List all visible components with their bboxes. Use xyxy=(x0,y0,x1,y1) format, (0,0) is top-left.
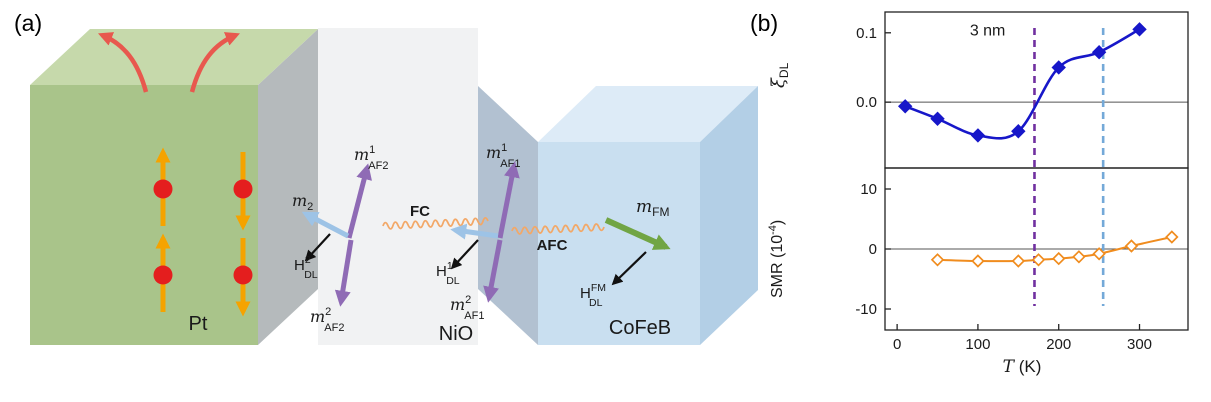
data-point-diamond xyxy=(1091,45,1107,60)
spin-reflection-arrow-right xyxy=(189,32,240,93)
panel-a-label: (a) xyxy=(14,10,43,36)
af2-sublattice2-moment-arrow xyxy=(334,239,354,307)
xi-dl-panel-frame xyxy=(884,11,1189,169)
af1-sublattice2-moment-arrow xyxy=(483,239,503,303)
thickness-annotation: 3 nm xyxy=(970,23,1006,40)
x-tick-label: 300 xyxy=(1127,336,1152,353)
data-point-diamond xyxy=(970,128,986,143)
nio-cofeb-interface-face xyxy=(478,86,538,345)
pt-nio-interface-face xyxy=(258,29,318,345)
h-dl-1-field-arrow xyxy=(450,239,479,270)
pt-layer-front-face xyxy=(30,85,258,345)
data-point-diamond xyxy=(1031,253,1046,267)
x-tick-label: 0 xyxy=(893,336,901,353)
cofeb-layer-side-face xyxy=(700,86,758,345)
data-point-diamond xyxy=(971,254,985,268)
y-tick-label: 0 xyxy=(869,241,877,258)
fm-moment-arrow xyxy=(604,217,671,250)
data-point-diamond xyxy=(930,111,945,126)
data-point-diamond xyxy=(1011,254,1026,268)
x-tick-label: 200 xyxy=(1046,336,1071,353)
y-axis-label-smr: SMR (10-4) xyxy=(767,220,786,298)
data-point-diamond xyxy=(1011,124,1026,139)
x-tick-label: 100 xyxy=(965,336,990,353)
y-tick-label: -10 xyxy=(855,301,877,318)
electron-dot xyxy=(233,265,253,285)
m2-label: m2 xyxy=(292,191,313,213)
h-dl-fm-field-arrow xyxy=(611,251,647,286)
y-tick-label: 10 xyxy=(860,181,877,198)
cofeb-layer-label: CoFeB xyxy=(609,317,671,339)
x-axis-label-temperature: T (K) xyxy=(1003,357,1042,377)
afc-coupling-spring xyxy=(511,223,605,235)
m2-net-moment-arrow xyxy=(301,211,350,239)
af1-sublattice1-moment-arrow xyxy=(497,161,520,239)
electron-dot xyxy=(233,179,253,199)
data-point-diamond xyxy=(1124,239,1139,253)
m-fm-label: mFM xyxy=(636,197,669,219)
data-point-diamond xyxy=(930,253,945,267)
data-point-diamond xyxy=(1051,60,1066,75)
data-point-diamond xyxy=(1132,22,1147,37)
cofeb-layer-top-face xyxy=(538,86,758,142)
panel-b-label: (b) xyxy=(750,10,779,36)
data-point-diamond xyxy=(1092,247,1106,261)
data-point-diamond xyxy=(1165,230,1179,244)
y-tick-label: 0.1 xyxy=(856,25,877,42)
af2-sublattice1-moment-arrow xyxy=(346,163,372,239)
data-point-diamond xyxy=(897,99,913,114)
fc-coupling-label: FC xyxy=(410,203,430,220)
af1-net-moment-arrow xyxy=(450,223,499,240)
electron-dot xyxy=(153,265,173,285)
data-point-diamond xyxy=(1072,250,1086,264)
afc-coupling-label: AFC xyxy=(537,237,568,254)
h-dl-2-field-arrow xyxy=(304,233,331,262)
fc-coupling-spring xyxy=(382,216,489,230)
y-tick-label: 0.0 xyxy=(856,94,877,111)
electron-dot xyxy=(153,179,173,199)
cofeb-layer-front-face xyxy=(538,142,700,345)
y-axis-label-xi-dl: ξDL xyxy=(768,62,791,88)
pt-layer-label: Pt xyxy=(189,313,208,335)
nio-layer-label: NiO xyxy=(439,323,473,345)
data-point-diamond xyxy=(1052,251,1066,266)
spin-reflection-arrow-left xyxy=(98,32,149,93)
